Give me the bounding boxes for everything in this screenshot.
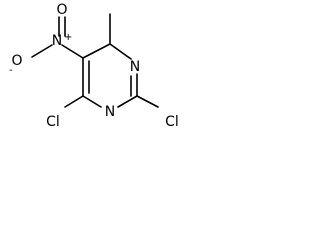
bond-c5-nitro-n [61, 44, 84, 59]
atom-nitro-n-label: N [52, 33, 62, 49]
atom-n1-label: N [130, 59, 140, 75]
atom-cl2-label: Cl [165, 114, 179, 130]
bond-c2-n3 [117, 95, 138, 108]
atom-nitro-o-double-label: O [56, 2, 67, 18]
bond-c5-c6 [82, 43, 111, 59]
atom-nitro-o-single-label: O [11, 53, 22, 69]
chemical-structure: N N N + O O - Cl Cl [9, 2, 179, 130]
atom-n3-label: N [105, 104, 115, 120]
atom-cl4-label: Cl [46, 114, 60, 130]
bond-nitro-n-o-single [31, 44, 53, 58]
bond-n3-c4 [82, 95, 102, 108]
bond-c6-n1 [109, 43, 132, 60]
bond-c4-cl [64, 95, 84, 108]
nitro-o-charge: - [9, 65, 13, 76]
bond-c2-cl [136, 95, 159, 108]
nitro-n-charge: + [64, 32, 72, 43]
